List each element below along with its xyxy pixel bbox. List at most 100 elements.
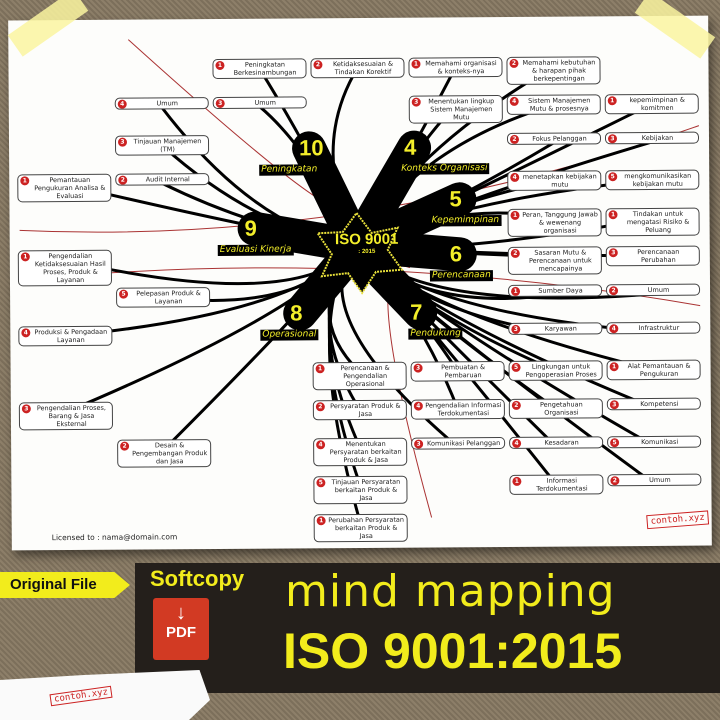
leaf-node: 3 Perencanaan Perubahan xyxy=(605,245,700,267)
leaf-label: Audit Internal xyxy=(145,175,190,184)
branch-label: Perencanaan xyxy=(429,270,493,282)
leaf-label: Menentukan lingkup Sistem Manajemen Mutu xyxy=(428,97,495,122)
headline-line2: ISO 9001:2015 xyxy=(283,623,623,679)
leaf-label: Umum xyxy=(649,475,671,484)
leaf-node: 2 Ketidaksesuaian & Tindakan Korektif xyxy=(310,57,405,79)
leaf-label: Desain & Pengembangan Produk dan Jasa xyxy=(132,441,208,466)
number-badge: 4 xyxy=(609,324,619,334)
number-badge: 4 xyxy=(413,401,423,411)
leaf-label: Ketidaksesuaian & Tindakan Korektif xyxy=(332,59,394,77)
banner xyxy=(135,563,720,693)
leaf-label: Sistem Manajemen Mutu & prosesnya xyxy=(528,96,591,113)
number-badge: 3 xyxy=(414,439,424,449)
center-node: ISO 9001 : 2015 xyxy=(332,231,402,256)
number-badge: 4 xyxy=(509,96,519,106)
leaf-label: Pengendalian Ketidaksesuaian Hasil Prose… xyxy=(34,251,106,285)
number-badge: 4 xyxy=(512,438,522,448)
license-text: Licensed to : nama@domain.com xyxy=(51,532,178,543)
leaf-label: kepemimpinan & komitmen xyxy=(629,95,685,113)
number-badge: 4 xyxy=(510,172,520,182)
leaf-label: Tinjauan Manajemen (TM) xyxy=(133,137,202,154)
leaf-label: Pengendalian Proses, Barang & Jasa Ekste… xyxy=(36,403,106,429)
number-badge: 2 xyxy=(509,134,520,144)
number-badge: 2 xyxy=(315,402,325,412)
number-badge: 3 xyxy=(609,400,619,410)
original-file-tag: Original File xyxy=(0,572,130,598)
branch-label: Operasional xyxy=(260,329,319,341)
branch-number: 5 xyxy=(449,186,462,212)
number-badge: 3 xyxy=(117,137,128,147)
branch-number: 10 xyxy=(298,135,324,161)
number-badge: 3 xyxy=(215,98,225,109)
leaf-label: Komunikasi xyxy=(641,437,679,447)
number-badge: 1 xyxy=(411,59,421,69)
leaf-node: 1 Alat Pemantauan & Pengukuran xyxy=(606,359,701,381)
leaf-node: 2 Audit Internal xyxy=(115,173,210,186)
leaf-label: Sumber Daya xyxy=(538,286,583,295)
leaf-label: Pengendalian Informasi Terdokumentasi xyxy=(425,401,502,418)
leaf-label: Komunikasi Pelanggan xyxy=(427,439,501,448)
leaf-label: Sasaran Mutu & Perencanaan untuk mencapa… xyxy=(528,248,592,273)
branch-label: Pendukung xyxy=(408,328,463,340)
leaf-label: Perencanaan Perubahan xyxy=(637,247,680,265)
number-badge: 1 xyxy=(609,362,619,372)
number-badge: 4 xyxy=(21,328,31,338)
number-badge: 2 xyxy=(313,60,323,70)
number-badge: 1 xyxy=(510,210,520,220)
number-badge: 1 xyxy=(607,96,617,106)
number-badge: 3 xyxy=(21,404,31,414)
leaf-label: Infrastruktur xyxy=(638,323,680,333)
leaf-label: Menentukan Persyaratan berkaitan Produk … xyxy=(329,439,402,465)
leaf-label: Peningkatan Berkesinambungan xyxy=(233,60,297,77)
number-badge: 1 xyxy=(511,286,521,296)
branch-number: 6 xyxy=(449,241,463,267)
number-badge: 1 xyxy=(608,210,618,220)
number-badge: 3 xyxy=(413,363,423,373)
leaf-node: 1 Pengendalian Ketidaksesuaian Hasil Pros… xyxy=(17,249,113,287)
leaf-label: Pemantauan Pengukuran Analisa & Evaluasi xyxy=(34,175,106,201)
leaf-label: Alat Pemantauan & Pengukuran xyxy=(627,361,691,379)
number-badge: 1 xyxy=(20,252,30,262)
branch-label: Kepemimpinan xyxy=(429,215,502,227)
leaf-label: Umum xyxy=(156,99,179,108)
leaf-node: 2 Sasaran Mutu & Perencanaan untuk mencap… xyxy=(507,246,602,275)
number-badge: 2 xyxy=(510,248,520,258)
leaf-label: Tinjauan Persyaratan berkaitan Produk & … xyxy=(331,477,401,503)
number-badge: 1 xyxy=(20,176,30,186)
branch-label: Evaluasi Kinerja xyxy=(217,244,294,256)
leaf-label: Memahami organisasi & konteks-nya xyxy=(425,59,497,76)
leaf-label: Memahami kebutuhan & harapan pihak berke… xyxy=(522,58,596,83)
number-badge: 2 xyxy=(118,175,128,185)
leaf-node: 4 Sistem Manajemen Mutu & prosesnya xyxy=(506,94,601,115)
leaf-label: Persyaratan Produk & Jasa xyxy=(330,401,401,419)
softcopy-label: Softcopy xyxy=(150,566,245,591)
leaf-label: Informasi Terdokumentasi xyxy=(536,476,588,493)
leaf-node: 1 Memahami organisasi & konteks-nya xyxy=(408,57,503,78)
leaf-label: Perubahan Persyaratan berkaitan Produk &… xyxy=(328,515,405,541)
number-badge: 3 xyxy=(608,248,618,258)
pdf-download-icon[interactable]: ↓PDF xyxy=(153,598,209,660)
number-badge: 5 xyxy=(511,362,521,372)
leaf-node: 2 Persyaratan Produk & Jasa xyxy=(312,399,407,421)
leaf-node: 3 Tinjauan Manajemen (TM) xyxy=(114,135,210,156)
